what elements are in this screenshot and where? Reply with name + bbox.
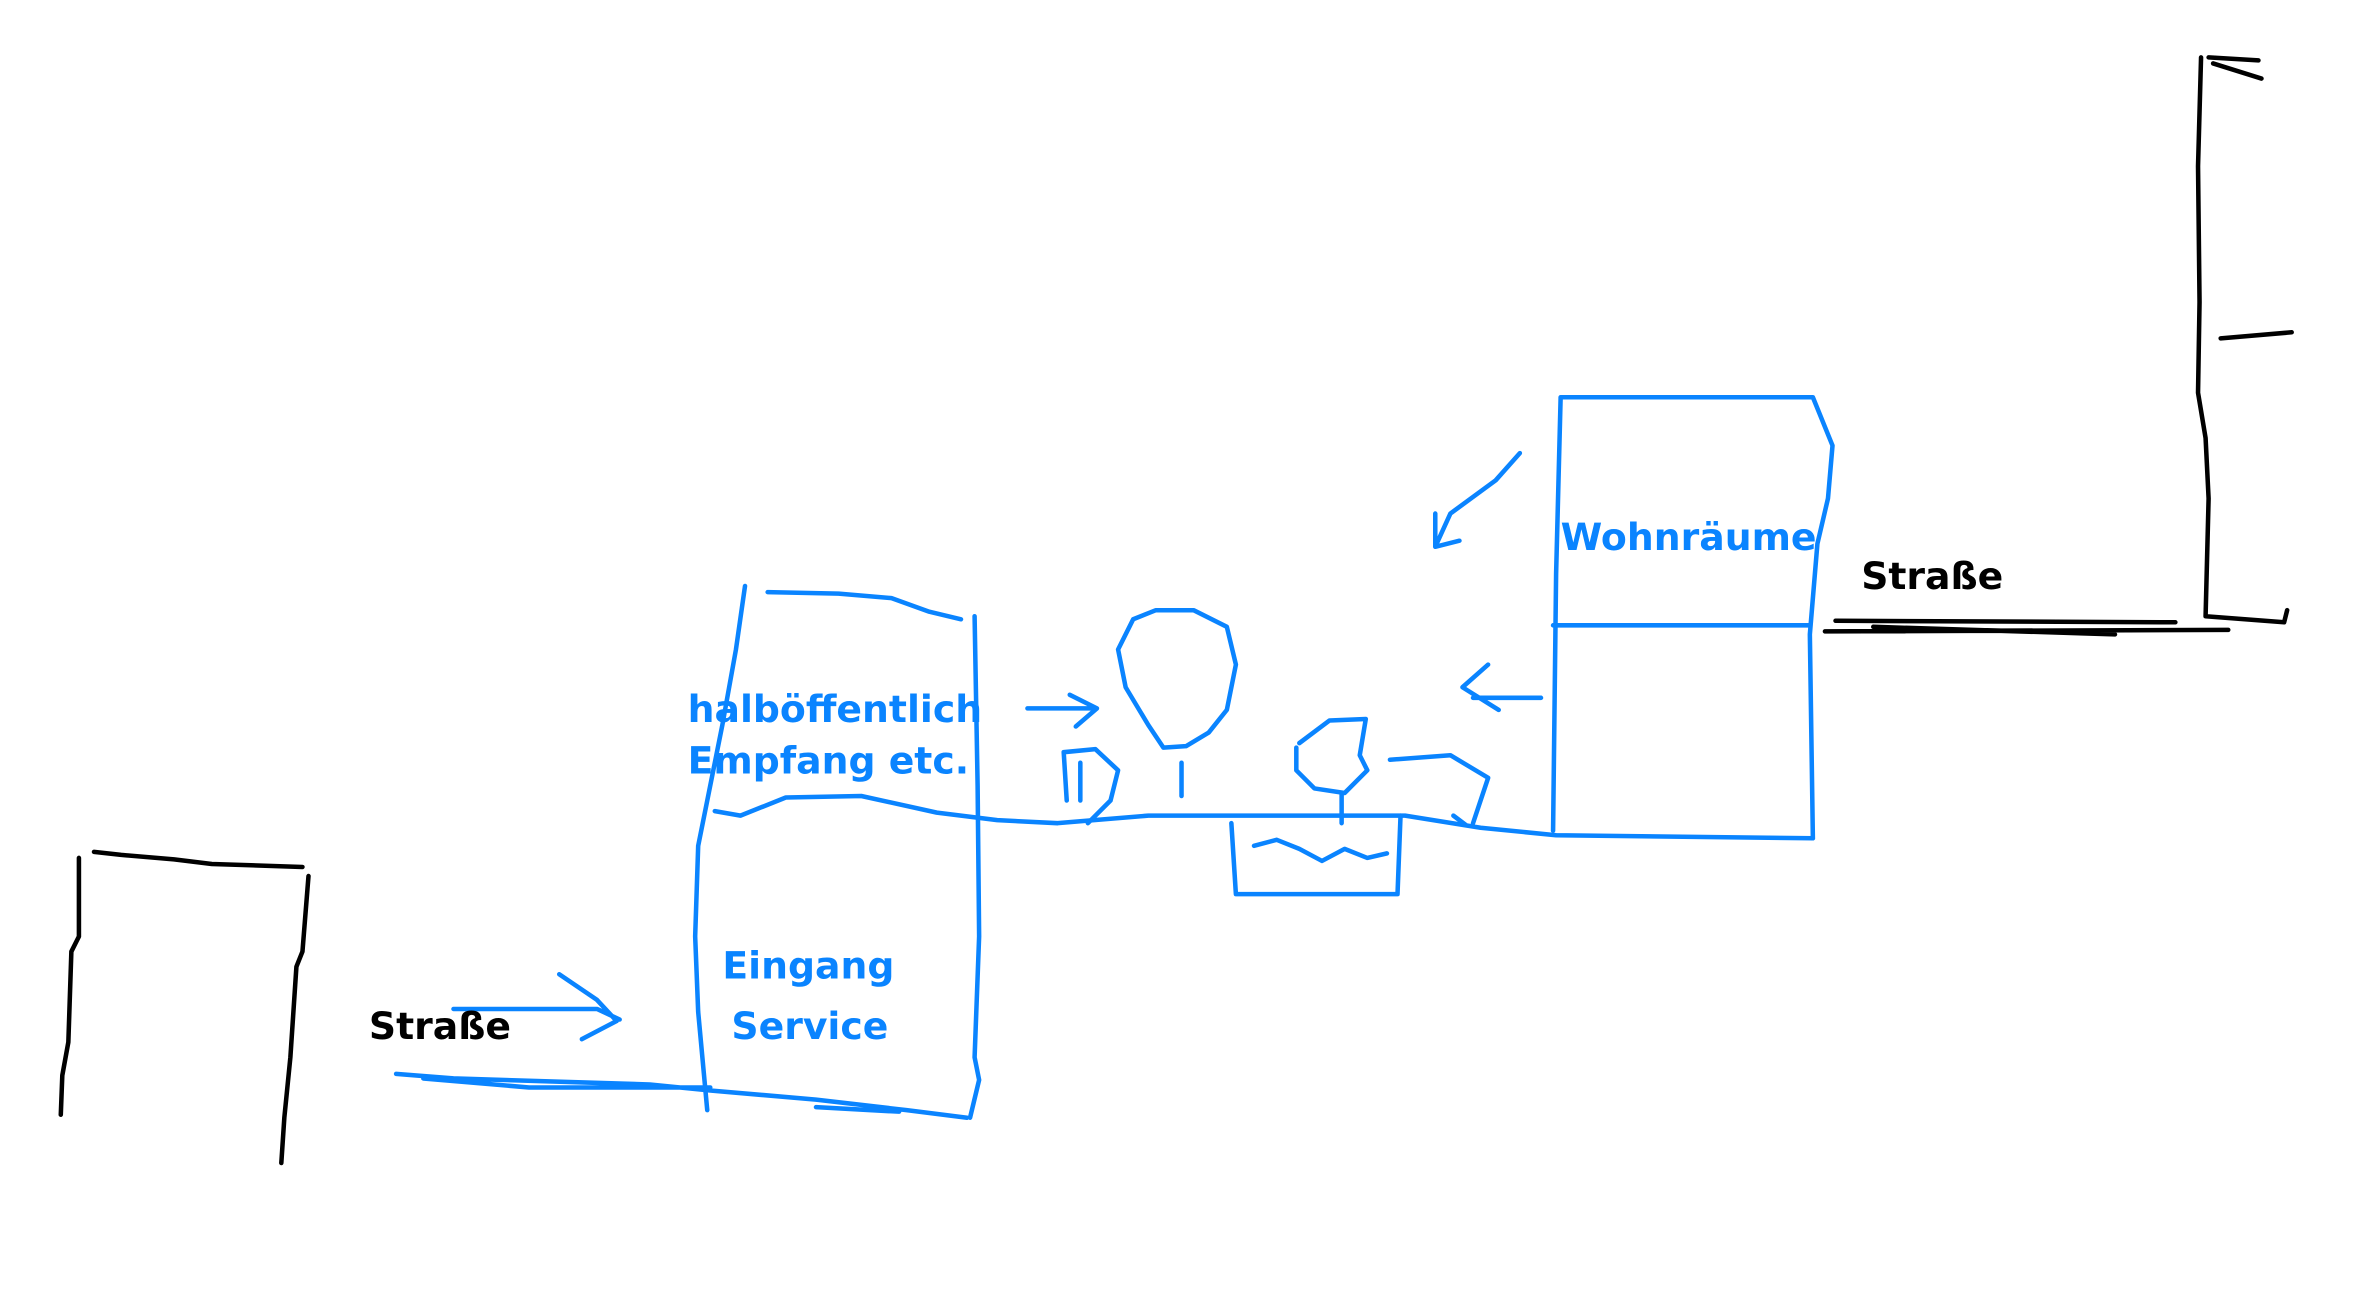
bush-shape-left xyxy=(1061,746,1121,826)
label-living: Wohnräume xyxy=(1561,515,1817,559)
right-small-arrow xyxy=(1387,752,1491,827)
entrance-building xyxy=(692,583,982,1120)
left-street-line xyxy=(393,1071,970,1120)
label-street-right: Straße xyxy=(1861,554,2003,598)
label-street-left: Straße xyxy=(369,1004,511,1048)
label-semi-public-2: Empfang etc. xyxy=(688,738,969,782)
semi-public-arrow xyxy=(1025,692,1100,729)
right-street-line xyxy=(1822,618,2231,637)
bush-shape-right xyxy=(1294,716,1370,826)
label-entrance-1: Eingang xyxy=(722,944,894,988)
label-semi-public-1: halböffentlich xyxy=(688,687,982,731)
living-building xyxy=(1550,394,1835,841)
left-building xyxy=(58,849,311,1166)
pool-box xyxy=(1229,813,1403,897)
entrance-arrow xyxy=(451,971,622,1042)
label-entrance-2: Service xyxy=(731,1004,888,1048)
tree-shape xyxy=(1115,607,1239,799)
living-arrow-down xyxy=(1433,450,1523,550)
living-arrow-left xyxy=(1460,662,1544,713)
floor-divider xyxy=(712,793,1816,841)
right-building xyxy=(2195,55,2294,625)
